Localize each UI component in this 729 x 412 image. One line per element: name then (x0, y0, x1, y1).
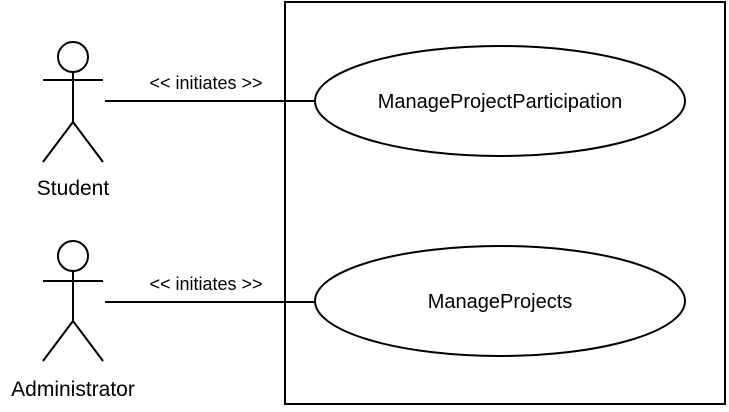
system-boundary (284, 1, 726, 405)
actor-student[interactable]: Student (37, 41, 110, 200)
actor-administrator-left-leg (42, 320, 74, 362)
actor-student-left-leg (42, 121, 74, 163)
use-case-manage-project-participation[interactable]: ManageProjectParticipation (314, 45, 686, 157)
actor-administrator-label: Administrator (11, 378, 135, 401)
actor-administrator-right-leg (72, 320, 104, 362)
actor-administrator-head (57, 240, 89, 272)
actor-student-label: Student (37, 177, 110, 200)
use-case-ellipse (314, 245, 686, 357)
association-administrator[interactable]: << initiates >> (105, 274, 316, 303)
association-label-administrator: << initiates >> (149, 274, 262, 294)
use-case-label: ManageProjectParticipation (378, 91, 623, 113)
use-case-label: ManageProjects (428, 291, 573, 313)
association-student[interactable]: << initiates >> (105, 73, 316, 102)
association-label-student: << initiates >> (149, 73, 262, 93)
use-case-ellipse (314, 45, 686, 157)
actor-student-right-leg (72, 121, 104, 163)
actor-student-head (57, 41, 89, 73)
actor-administrator[interactable]: Administrator (11, 240, 135, 401)
use-case-manage-projects[interactable]: ManageProjects (314, 245, 686, 357)
